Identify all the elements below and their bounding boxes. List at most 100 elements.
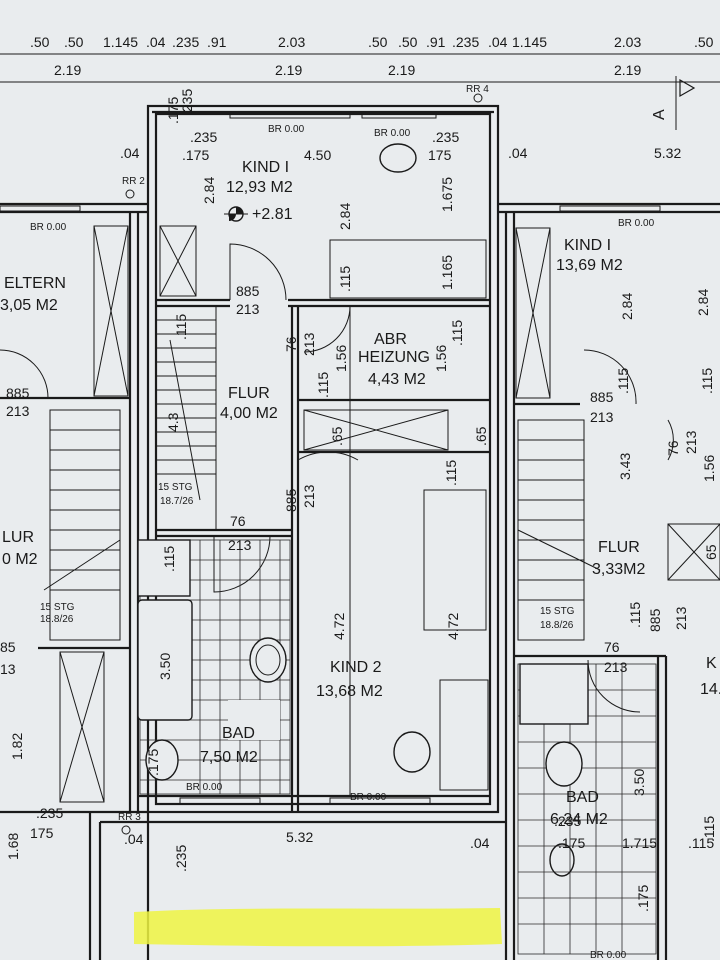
dim-175e: 175 — [30, 825, 54, 841]
dim-top-2: .50 — [64, 34, 84, 50]
dim-156a: 1.56 — [333, 345, 349, 372]
dim-1165: 1.165 — [439, 255, 455, 290]
dim-235d: .235 — [36, 805, 63, 821]
dim-450: 4.50 — [304, 147, 331, 163]
dim-115g: .115 — [615, 368, 631, 394]
room-flur-right-name: FLUR — [598, 539, 640, 556]
dim-43: 4.3 — [165, 412, 181, 432]
dim-175a: .175 — [182, 147, 209, 163]
dim-row2-2: 2.19 — [275, 62, 302, 78]
room-kind1-right-name: KIND I — [564, 237, 611, 254]
br-label-5: BR 0.00 — [186, 782, 223, 793]
room-eltern-name: ELTERN — [4, 275, 66, 292]
dim-115a: .115 — [337, 266, 353, 292]
br-labels: BR 0.00 BR 0.00 BR 0.00 BR 0.00 BR 0.00 … — [30, 124, 655, 960]
room-abr-area: 4,43 M2 — [368, 371, 426, 388]
section-marker-label: A — [651, 109, 668, 120]
dim-235f: .235 — [554, 813, 581, 829]
dim-65c: 65 — [703, 544, 719, 560]
dim-115f: .115 — [443, 460, 459, 486]
dim-156c: 1.56 — [701, 455, 717, 482]
dim-472b: 4.72 — [445, 613, 461, 640]
dim-top-12: .04 — [488, 34, 508, 50]
dim-175f: .175 — [558, 835, 585, 851]
room-right-edge-k: K — [706, 655, 717, 672]
br-label-3: BR 0.00 — [30, 222, 67, 233]
room-kind1-center-name: KIND I — [242, 159, 289, 176]
room-bad-right-name: BAD — [566, 789, 599, 806]
dim-235e: .235 — [173, 845, 189, 872]
dim-1675: 1.675 — [439, 177, 455, 212]
dim-885b: 885 — [283, 488, 299, 512]
dim-top-9: .50 — [398, 34, 418, 50]
dim-156b: 1.56 — [433, 345, 449, 372]
stairs-a-ratio: 18.7/26 — [160, 496, 194, 507]
dim-115c: .115 — [315, 372, 331, 398]
dim-213h: 213 — [683, 430, 699, 454]
br-label-6: BR 0.00 — [350, 792, 387, 803]
dim-235c: .235 — [179, 89, 195, 116]
dimension-texts: .235 .175 4.50 .235 175 .04 .04 5.32 885… — [0, 129, 714, 851]
room-bad-center-name: BAD — [222, 725, 255, 742]
br-label-4: BR 0.00 — [618, 218, 655, 229]
room-kind2-area: 13,68 M2 — [316, 683, 383, 700]
dim-235b: .235 — [432, 129, 459, 145]
room-flur-left-area: 0 M2 — [2, 551, 38, 568]
dim-top-right: .50 — [694, 34, 714, 50]
dim-175d: .175 — [145, 749, 161, 776]
dim-04b: .04 — [508, 145, 528, 161]
br-label-2: BR 0.00 — [374, 128, 411, 139]
dim-885d: 885 — [590, 389, 614, 405]
dim-115i: .115 — [688, 835, 714, 851]
dim-115d: .115 — [161, 546, 177, 572]
stairs-b-ratio: 18.8/26 — [40, 614, 74, 625]
dim-213e: 213 — [6, 403, 30, 419]
dim-885a: 885 — [236, 283, 260, 299]
cabinets — [59, 225, 720, 803]
dim-284d: 2.84 — [695, 289, 711, 316]
dim-284b: 2.84 — [337, 203, 353, 230]
level-value: +2.81 — [252, 206, 293, 223]
dim-top-8: .50 — [368, 34, 388, 50]
dim-row2-4: 2.19 — [614, 62, 641, 78]
dim-235a: .235 — [190, 129, 217, 145]
stairs — [43, 305, 601, 641]
section-marker: A — [651, 76, 696, 130]
dim-04a: .04 — [120, 145, 140, 161]
br-label-7: BR 0.00 — [590, 950, 627, 960]
fixtures — [329, 143, 489, 796]
room-abr-name2: HEIZUNG — [358, 349, 430, 366]
dim-350b: 3.50 — [631, 769, 647, 796]
dim-04d: .04 — [470, 835, 490, 851]
dim-472a: 4.72 — [331, 613, 347, 640]
stairs-a-label: 15 STG — [158, 482, 193, 493]
marker-rr4: RR 4 — [466, 84, 489, 95]
dim-76b: 76 — [230, 513, 246, 529]
dim-top-7: 2.03 — [278, 34, 305, 50]
dim-row2-3: 2.19 — [388, 62, 415, 78]
room-eltern-area: 3,05 M2 — [0, 297, 58, 314]
dim-175g: .175 — [635, 885, 651, 912]
dim-65a: .65 — [329, 426, 345, 446]
room-bad-right-area: 6,24 M2 — [550, 811, 608, 828]
dim-top-3: 1.145 — [103, 34, 138, 50]
dim-213a: 213 — [236, 301, 260, 317]
dim-13: 13 — [0, 661, 16, 677]
vertical-dimension-texts: .175 .235 2.84 2.84 2.84 2.84 1.675 1.16… — [5, 89, 719, 912]
dim-top-5: .235 — [172, 34, 199, 50]
dim-76a: 76 — [283, 336, 299, 352]
doors — [0, 243, 674, 713]
bathroom-tiles — [137, 539, 291, 795]
dim-top-1: .50 — [30, 34, 50, 50]
dim-213h-b: 213 — [673, 606, 689, 630]
dim-115k: .115 — [701, 816, 717, 842]
dim-532-bot: 5.32 — [286, 829, 313, 845]
dim-175b: 175 — [428, 147, 452, 163]
dim-532-top: 5.32 — [654, 145, 681, 161]
dim-top-6: .91 — [207, 34, 227, 50]
dim-top-14: 2.03 — [614, 34, 641, 50]
room-flur-center-area: 4,00 M2 — [220, 405, 278, 422]
level-mark: +2.81 — [224, 206, 293, 223]
